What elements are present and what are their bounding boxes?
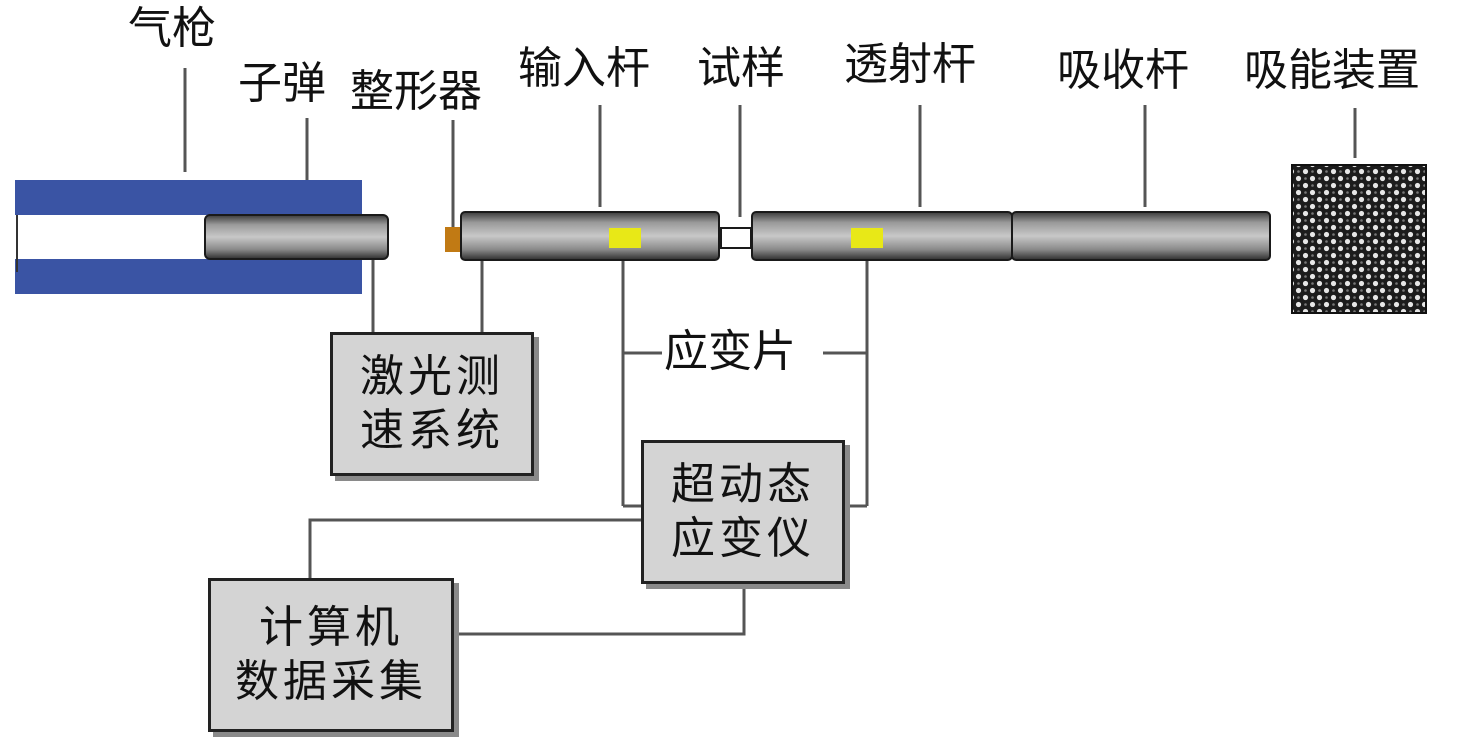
laser-velocity-line-1: 激光测	[360, 351, 504, 403]
strain-instrument-line-2: 应变仪	[671, 513, 815, 564]
data-acquisition-line-2: 数据采集	[235, 656, 427, 707]
gas-gun	[15, 180, 362, 294]
specimen	[720, 227, 752, 249]
strain-instrument-box: 超动态 应变仪	[641, 440, 845, 584]
label-bullet: 子弹	[238, 58, 326, 109]
label-transmission-bar: 透射杆	[844, 39, 976, 90]
strain-instrument-line-1: 超动态	[671, 459, 815, 511]
data-acquisition-line-1: 计算机	[259, 602, 403, 654]
label-strain-gauge: 应变片	[664, 326, 796, 377]
laser-velocity-line-2: 速系统	[360, 405, 504, 456]
label-specimen: 试样	[697, 43, 785, 94]
strain-gauge-transmission	[851, 228, 883, 248]
label-shaper: 整形器	[350, 66, 482, 117]
data-acquisition-box: 计算机 数据采集	[208, 578, 454, 732]
laser-velocity-box: 激光测 速系统	[330, 332, 534, 476]
absorption-bar	[1011, 211, 1271, 261]
label-absorption-bar: 吸收杆	[1057, 45, 1189, 96]
input-bar	[460, 211, 720, 261]
bullet	[204, 214, 389, 260]
label-gas-gun: 气枪	[128, 3, 216, 54]
energy-absorber	[1291, 164, 1427, 314]
label-energy-absorber: 吸能装置	[1244, 45, 1420, 96]
leader-lines	[183, 68, 1357, 636]
strain-gauge-input	[609, 228, 641, 248]
label-input-bar: 输入杆	[518, 43, 650, 94]
pulse-shaper	[445, 227, 461, 252]
